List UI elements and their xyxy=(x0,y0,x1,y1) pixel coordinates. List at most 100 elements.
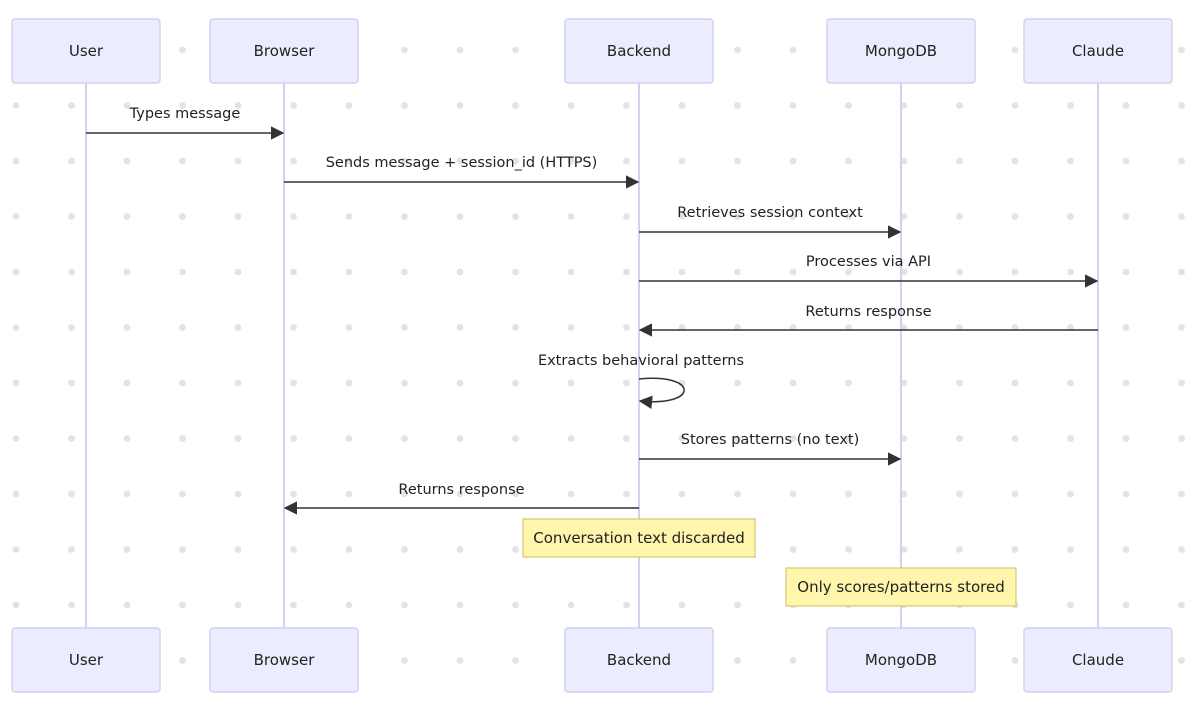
background-dot xyxy=(1122,546,1130,553)
background-dot xyxy=(734,213,741,220)
note-backend: Conversation text discarded xyxy=(522,518,756,558)
background-dot xyxy=(401,657,408,664)
background-dot xyxy=(845,546,852,553)
background-dot xyxy=(179,46,186,54)
background-dot xyxy=(68,435,75,442)
background-dot xyxy=(1178,657,1185,664)
background-dot xyxy=(1011,490,1019,498)
actor-box xyxy=(1023,627,1173,693)
background-dot xyxy=(179,324,186,331)
self-message-arrow xyxy=(638,377,685,409)
background-dot xyxy=(401,490,408,498)
actor-claude-top: Claude xyxy=(1023,18,1173,84)
background-dot xyxy=(123,490,131,498)
background-dot xyxy=(1122,490,1130,498)
background-dot xyxy=(179,102,186,109)
message-7: Stores patterns (no text) xyxy=(639,432,902,466)
background-dot xyxy=(345,490,353,498)
actor-box xyxy=(209,18,359,84)
actor-browser-bottom: Browser xyxy=(209,627,359,693)
background-dot xyxy=(623,268,630,276)
background-dot xyxy=(12,268,20,276)
background-dot xyxy=(179,546,186,553)
background-dot xyxy=(1178,435,1185,442)
background-dot xyxy=(68,546,75,553)
background-dot xyxy=(12,324,20,331)
background-dot xyxy=(179,490,186,498)
background-dot xyxy=(1122,102,1130,109)
background-dot xyxy=(567,601,575,609)
background-dot xyxy=(401,268,408,276)
background-dot xyxy=(290,601,297,609)
actor-label: Browser xyxy=(254,651,316,669)
background-dot xyxy=(123,435,131,442)
background-dot xyxy=(1067,157,1074,165)
background-dot xyxy=(956,379,963,387)
background-dot xyxy=(900,213,908,220)
background-dot xyxy=(456,546,464,553)
background-dot xyxy=(68,102,75,109)
background-dot xyxy=(734,435,741,442)
background-dot xyxy=(623,157,630,165)
background-dot xyxy=(956,435,963,442)
background-dot xyxy=(845,268,852,276)
background-dot xyxy=(1178,102,1185,109)
actor-box xyxy=(826,18,976,84)
background-dot xyxy=(623,324,630,331)
message-label: Processes via API xyxy=(806,254,931,270)
background-dot xyxy=(678,268,686,276)
background-dot xyxy=(567,102,575,109)
background-dot xyxy=(678,601,686,609)
background-dot xyxy=(789,46,797,54)
actor-label: MongoDB xyxy=(865,651,937,669)
actor-mongodb-top: MongoDB xyxy=(826,18,976,84)
message-2: Sends message + session_id (HTTPS) xyxy=(284,155,640,189)
background-dot xyxy=(845,324,852,331)
background-dot xyxy=(1178,601,1185,609)
background-dot xyxy=(123,601,131,609)
background-dot xyxy=(234,268,242,276)
background-dot xyxy=(1122,324,1130,331)
background-dot xyxy=(789,435,797,442)
background-dot xyxy=(290,379,297,387)
background-dot xyxy=(345,157,353,165)
background-dot xyxy=(68,490,75,498)
background-dot xyxy=(512,379,519,387)
background-dot xyxy=(789,102,797,109)
background-dot xyxy=(900,102,908,109)
background-dot xyxy=(123,379,131,387)
background-dot xyxy=(789,213,797,220)
note-box xyxy=(522,518,756,558)
background-dot xyxy=(68,324,75,331)
actor-box xyxy=(1023,18,1173,84)
background-dot xyxy=(845,490,852,498)
background-dot xyxy=(678,157,686,165)
background-dot xyxy=(401,435,408,442)
background-dot xyxy=(1178,546,1185,553)
background-dot xyxy=(179,435,186,442)
actor-box xyxy=(826,627,976,693)
background-dot xyxy=(512,435,519,442)
background-dot xyxy=(456,379,464,387)
actor-label: User xyxy=(69,42,104,60)
actor-backend-top: Backend xyxy=(564,18,714,84)
background-dot xyxy=(1011,46,1019,54)
background-dot xyxy=(345,324,353,331)
background-dot xyxy=(845,379,852,387)
background-dot xyxy=(179,657,186,664)
background-dot xyxy=(234,324,242,331)
actor-mongodb-bottom: MongoDB xyxy=(826,627,976,693)
background-dot xyxy=(1011,102,1019,109)
message-8: Returns response xyxy=(283,482,639,515)
background-dot xyxy=(345,213,353,220)
background-dot xyxy=(678,102,686,109)
background-dot xyxy=(290,324,297,331)
actor-label: Backend xyxy=(607,42,671,60)
background-dot xyxy=(512,601,519,609)
background-dot xyxy=(456,157,464,165)
background-dot xyxy=(900,490,908,498)
background-dot xyxy=(179,213,186,220)
actor-browser-top: Browser xyxy=(209,18,359,84)
background-dot xyxy=(512,546,519,553)
background-dot xyxy=(678,435,686,442)
